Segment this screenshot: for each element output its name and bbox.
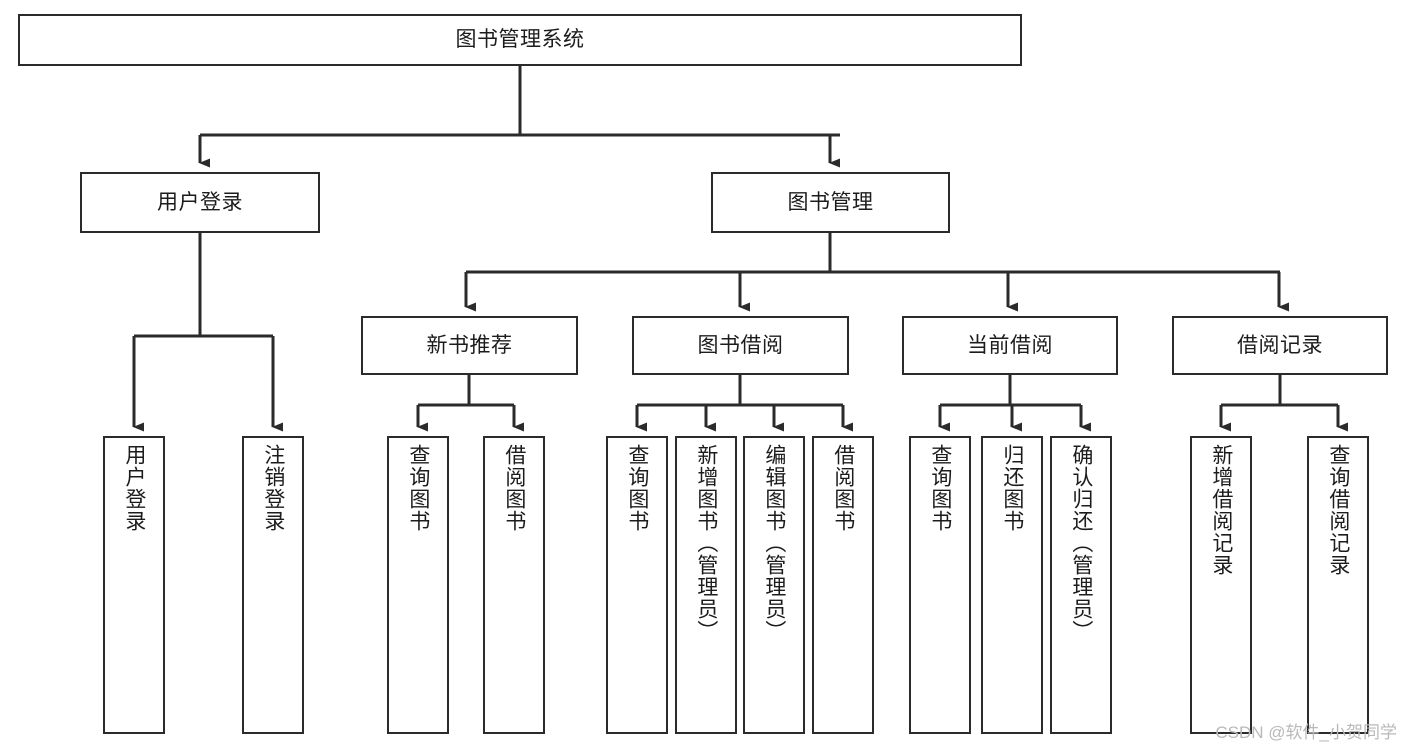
node-leaf-edit-book[interactable]: 编辑图书（管理员） [743, 436, 805, 734]
node-leaf-query-book-1[interactable]: 查询图书 [387, 436, 449, 734]
node-user-login-label: 用户登录 [157, 190, 243, 214]
node-leaf-query-book-3[interactable]: 查询图书 [909, 436, 971, 734]
edge-borrow-record-to-leaves [1219, 375, 1348, 432]
node-book-manage-label: 图书管理 [787, 190, 874, 214]
edge-new-book-recommend-to-leaves [416, 375, 524, 432]
node-book-borrow[interactable]: 图书借阅 [632, 316, 849, 375]
node-leaf-user-logout[interactable]: 注销登录 [242, 436, 304, 734]
node-borrow-record-label: 借阅记录 [1237, 333, 1323, 357]
node-leaf-user-logout-label: 注销登录 [261, 444, 285, 532]
node-leaf-return-book-label: 归还图书 [1000, 444, 1024, 532]
node-book-borrow-label: 图书借阅 [697, 333, 784, 357]
node-current-borrow-label: 当前借阅 [967, 333, 1053, 357]
node-new-book-recommend[interactable]: 新书推荐 [361, 316, 578, 375]
edge-root-to-level2 [198, 66, 840, 168]
node-leaf-confirm-return[interactable]: 确认归还（管理员） [1050, 436, 1112, 734]
node-leaf-query-book-1-label: 查询图书 [406, 444, 430, 532]
node-book-manage[interactable]: 图书管理 [711, 172, 950, 233]
node-leaf-add-record-label: 新增借阅记录 [1209, 444, 1233, 576]
node-leaf-add-book[interactable]: 新增图书（管理员） [675, 436, 737, 734]
edge-user-login-to-leaves [132, 233, 283, 432]
node-leaf-confirm-return-label: 确认归还（管理员） [1069, 444, 1093, 642]
node-leaf-borrow-book-2-label: 借阅图书 [831, 444, 855, 532]
node-leaf-borrow-book-2[interactable]: 借阅图书 [812, 436, 874, 734]
edge-current-borrow-to-leaves [938, 375, 1091, 432]
node-root-label: 图书管理系统 [455, 28, 585, 52]
node-new-book-recommend-label: 新书推荐 [426, 333, 513, 357]
node-root-system[interactable]: 图书管理系统 [18, 14, 1022, 66]
csdn-watermark: CSDN @软件_小贺同学 [1215, 723, 1397, 742]
node-leaf-edit-book-label: 编辑图书（管理员） [762, 444, 786, 642]
node-leaf-query-book-2[interactable]: 查询图书 [606, 436, 668, 734]
node-leaf-user-login-label: 用户登录 [122, 444, 146, 532]
node-leaf-return-book[interactable]: 归还图书 [981, 436, 1043, 734]
node-current-borrow[interactable]: 当前借阅 [902, 316, 1118, 375]
node-leaf-query-book-3-label: 查询图书 [928, 444, 952, 532]
node-user-login[interactable]: 用户登录 [80, 172, 320, 233]
node-leaf-user-login[interactable]: 用户登录 [103, 436, 165, 734]
node-leaf-query-record-label: 查询借阅记录 [1326, 444, 1350, 576]
node-leaf-add-record[interactable]: 新增借阅记录 [1190, 436, 1252, 734]
node-leaf-query-record[interactable]: 查询借阅记录 [1307, 436, 1369, 734]
node-leaf-borrow-book-1-label: 借阅图书 [502, 444, 526, 532]
node-leaf-query-book-2-label: 查询图书 [625, 444, 649, 532]
edge-book-manage-to-level3 [464, 233, 1289, 312]
node-borrow-record[interactable]: 借阅记录 [1172, 316, 1388, 375]
node-leaf-add-book-label: 新增图书（管理员） [694, 444, 718, 642]
edge-book-borrow-to-leaves [635, 375, 853, 432]
node-leaf-borrow-book-1[interactable]: 借阅图书 [483, 436, 545, 734]
